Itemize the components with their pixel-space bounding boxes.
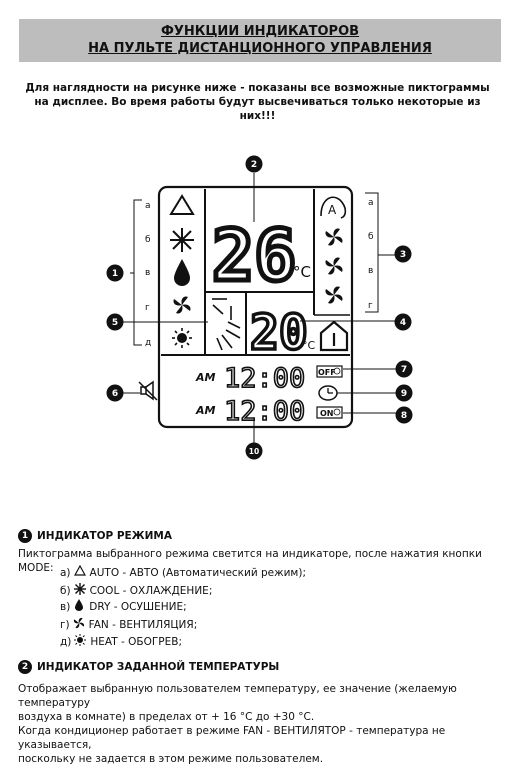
svg-text:10: 10 [249, 447, 259, 456]
svg-text:2: 2 [251, 160, 257, 170]
callout-5: 5 [106, 313, 124, 331]
timer2-time: 12:00 [224, 396, 305, 427]
remote-display-diagram: а б в г д 26 °C A а б в г 20 °C AM [106, 155, 413, 460]
swing-icon [212, 298, 241, 351]
svg-text:1: 1 [112, 269, 118, 279]
left-letter-g: г [145, 303, 150, 313]
section1-title: 1 ИНДИКАТОР РЕЖИМА [18, 529, 172, 543]
header-line-1: ФУНКЦИИ ИНДИКАТОРОВ [160, 24, 360, 39]
section2-title: 2 ИНДИКАТОР ЗАДАННОЙ ТЕМПЕРАТУРЫ [18, 660, 279, 674]
snowflake-icon [73, 583, 87, 599]
mode-icons-column [169, 194, 195, 348]
drop-icon [72, 599, 86, 615]
left-letter-d: д [145, 338, 151, 348]
heat-mode-icon [172, 328, 192, 348]
dry-mode-icon [174, 259, 190, 286]
mode-item-dry: в) DRY - ОСУШЕНИЕ; [60, 599, 187, 615]
set-temp-unit: °C [293, 263, 311, 281]
intro-line-1: Для наглядности на рисунке ниже - показа… [25, 82, 490, 94]
callout-10: 10 [245, 442, 263, 460]
page-header: ФУНКЦИИ ИНДИКАТОРОВ НА ПУЛЬТЕ ДИСТАНЦИОН… [19, 19, 501, 62]
left-letter-a: а [145, 201, 151, 211]
right-letter-g: г [368, 301, 373, 311]
svg-text:5: 5 [112, 318, 118, 328]
fan-speed-mid-icon [325, 257, 343, 275]
header-line-2: НА ПУЛЬТЕ ДИСТАНЦИОННОГО УПРАВЛЕНИЯ [88, 41, 432, 56]
timer2-ampm: AM [195, 404, 216, 417]
on-timer-label: ON [320, 409, 334, 418]
right-letter-b: б [368, 232, 374, 242]
section1-text: Пиктограмма выбранного режима светится н… [18, 548, 482, 574]
intro-line-2: на дисплее. Во время работы будут высвеч… [34, 96, 481, 122]
mode-item-cool: б) COOL - ОХЛАЖДЕНИЕ; [60, 583, 213, 599]
mode-item-fan: г) FAN - ВЕНТИЛЯЦИЯ; [60, 617, 198, 633]
svg-text:3: 3 [400, 250, 406, 260]
auto-mode-icon [169, 194, 195, 215]
callout-2: 2 [245, 155, 263, 173]
intro-note: Для наглядности на рисунке ниже - показа… [20, 81, 495, 123]
timer1-ampm: AM [195, 371, 216, 384]
sun-icon [73, 634, 87, 650]
mode-item-auto: а) AUTO - АВТО (Автоматический режим); [60, 564, 306, 580]
section1-heading: ИНДИКАТОР РЕЖИМА [37, 530, 172, 542]
section2-text: Отображает выбранную пользователем темпе… [18, 683, 457, 765]
callout-7: 7 [395, 360, 413, 378]
callout-6: 6 [106, 384, 124, 402]
callout-9: 9 [395, 384, 413, 402]
fan-speed-low-icon [325, 228, 343, 246]
svg-text:8: 8 [401, 411, 407, 421]
right-letter-v: в [368, 266, 373, 276]
mode-item-heat: д) HEAT - ОБОГРЕВ; [60, 634, 182, 650]
svg-text:9: 9 [401, 389, 407, 399]
house-icon [319, 320, 349, 352]
timer1-time: 12:00 [224, 363, 305, 394]
svg-text:4: 4 [400, 318, 406, 328]
fan-icon [72, 617, 86, 633]
left-letter-b: б [145, 235, 151, 245]
svg-text:6: 6 [112, 389, 118, 399]
left-letter-v: в [145, 268, 150, 278]
room-temperature: 20 [250, 305, 308, 361]
callout-4: 4 [394, 313, 412, 331]
triangle-icon [73, 564, 87, 580]
fan-speed-icons: A [320, 196, 347, 304]
display-frame [157, 185, 354, 429]
set-temperature: 26 [212, 215, 296, 297]
section1-number: 1 [18, 529, 32, 543]
section2-heading: ИНДИКАТОР ЗАДАННОЙ ТЕМПЕРАТУРЫ [37, 661, 280, 673]
auto-fan-letter: A [328, 203, 337, 217]
callout-8: 8 [395, 406, 413, 424]
fan-speed-high-icon [325, 286, 343, 304]
svg-text:7: 7 [401, 365, 407, 375]
callout-1: 1 [106, 264, 124, 282]
right-letter-a: а [368, 198, 374, 208]
mute-speaker-icon [138, 380, 158, 401]
clock-icon [318, 385, 338, 401]
room-temp-unit: °C [302, 339, 316, 352]
fan-mode-icon [173, 296, 191, 314]
cool-mode-icon [170, 228, 194, 252]
off-timer-label: OFF [318, 368, 336, 377]
callout-3: 3 [394, 245, 412, 263]
section2-number: 2 [18, 660, 32, 674]
